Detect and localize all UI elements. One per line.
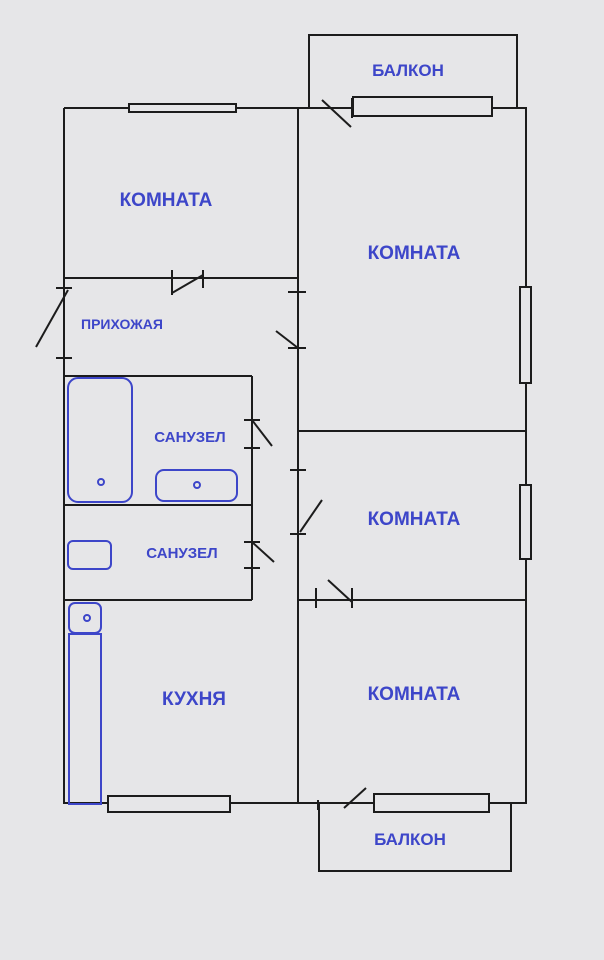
bathroom-sink-2 [67, 540, 112, 570]
door-top-right-room-swing [275, 330, 299, 349]
label-bathroom-2: САНУЗЕЛ [146, 545, 217, 562]
kitchen-sink-drain [83, 614, 91, 622]
door-middle-right-room-swing [299, 499, 323, 533]
windows [107, 96, 532, 813]
window-kitchen [107, 795, 231, 813]
label-balcony-bottom: БАЛКОН [374, 830, 446, 849]
window-right-top [519, 286, 532, 384]
label-room-top-right: КОМНАТА [368, 243, 461, 264]
balcony-bottom-wall [318, 803, 512, 872]
label-hallway: ПРИХОЖАЯ [81, 316, 163, 332]
label-balcony-top: БАЛКОН [372, 61, 444, 80]
label-room-bottom-right: КОМНАТА [368, 684, 461, 705]
doors [35, 98, 367, 810]
label-room-top-left: КОМНАТА [120, 190, 213, 211]
door-balcony-top-swing [321, 99, 352, 128]
label-bathroom-1: САНУЗЕЛ [154, 429, 225, 446]
label-room-middle-right: КОМНАТА [368, 509, 461, 530]
window-bottom-right-room [373, 793, 490, 813]
door-entrance-swing [35, 289, 69, 348]
kitchen-counter [68, 633, 102, 805]
walls [63, 34, 527, 872]
balcony-top-wall [308, 34, 518, 108]
room-labels: БАЛКОН КОМНАТА КОМНАТА ПРИХОЖАЯ САНУЗЕЛ … [81, 61, 461, 849]
bathtub-drain [97, 478, 105, 486]
window-top-right-room [352, 96, 493, 117]
door-bottom-right-room-swing [327, 579, 353, 603]
bathtub [67, 377, 133, 503]
label-kitchen: КУХНЯ [162, 689, 226, 710]
door-bathroom-2-swing [251, 541, 275, 563]
window-top-left-room [128, 103, 237, 113]
door-balcony-bottom-swing [343, 787, 367, 809]
door-bathroom-1-swing [251, 419, 273, 447]
bathroom-sink-1 [155, 469, 238, 502]
bathroom-sink-1-drain [193, 481, 201, 489]
window-right-middle [519, 484, 532, 560]
door-top-left-room-swing [171, 274, 204, 294]
fixtures [67, 377, 238, 805]
